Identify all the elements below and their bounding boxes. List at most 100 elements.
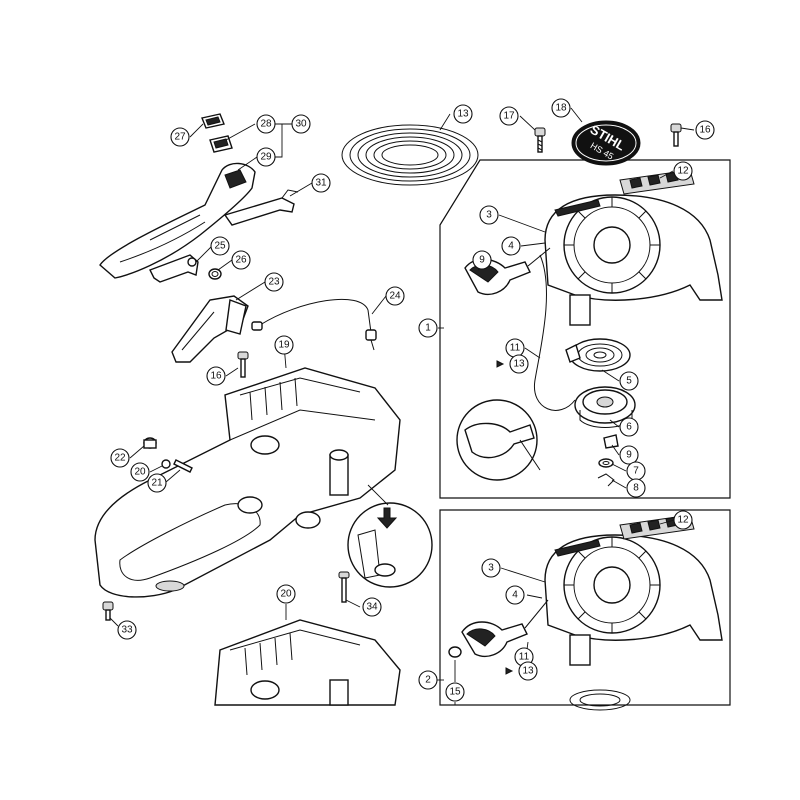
callout-23: 22 — [110, 448, 130, 468]
callout-6: 6 — [619, 417, 639, 437]
svg-text:8: 8 — [633, 483, 639, 494]
starter-assembly-box-2 — [439, 509, 731, 706]
svg-text:34: 34 — [366, 602, 378, 613]
svg-text:1: 1 — [425, 323, 431, 334]
svg-text:12: 12 — [677, 166, 689, 177]
svg-text:33: 33 — [121, 625, 133, 636]
rope-rotor-6 — [574, 386, 636, 428]
svg-text:20: 20 — [134, 467, 146, 478]
screw-22 — [173, 459, 193, 473]
callout-13-top: 13 — [453, 104, 473, 124]
leader-lines — [109, 107, 695, 705]
svg-text:3: 3 — [488, 563, 494, 574]
callout-13-b: 13 — [505, 661, 538, 681]
svg-text:24: 24 — [389, 291, 401, 302]
screw-33 — [102, 601, 114, 621]
svg-text:25: 25 — [214, 241, 226, 252]
callout-18: 18 — [551, 98, 571, 118]
svg-text:2: 2 — [425, 675, 431, 686]
callout-34: 34 — [362, 597, 382, 617]
washer-21 — [161, 459, 171, 469]
callout-10: 9 — [472, 250, 492, 270]
svg-text:4: 4 — [512, 590, 518, 601]
svg-text:4: 4 — [508, 241, 514, 252]
callout-25: 24 — [385, 286, 405, 306]
svg-text:28: 28 — [260, 119, 272, 130]
handle-grip-30 — [99, 162, 256, 279]
starter-assembly-box-1 — [439, 159, 731, 499]
washer-7 — [598, 458, 614, 468]
switch-28 — [201, 113, 225, 129]
svg-text:20: 20 — [280, 589, 292, 600]
starter-grip-lower — [461, 599, 549, 658]
svg-text:15: 15 — [449, 687, 461, 698]
callouts: 27 28 30 29 31 25 26 23 24 19 16 22 20 2… — [110, 98, 715, 702]
screw-16-left — [237, 351, 249, 378]
detail-inset-circle — [347, 484, 433, 588]
svg-text:27: 27 — [174, 132, 186, 143]
callout-27: 26 — [231, 250, 251, 270]
callout-12-top: 12 — [673, 161, 693, 181]
lever-26 — [149, 254, 199, 283]
callout-19: 19 — [274, 335, 294, 355]
svg-text:13: 13 — [522, 666, 534, 677]
svg-text:17: 17 — [503, 111, 515, 122]
screw-16-top — [670, 123, 682, 147]
callout-4-lower: 4 — [505, 585, 525, 605]
pawl-9 — [603, 434, 619, 449]
svg-text:26: 26 — [235, 255, 247, 266]
callout-29: 28 — [256, 114, 276, 134]
svg-text:18: 18 — [555, 103, 567, 114]
callout-30: 29 — [256, 147, 276, 167]
svg-text:31: 31 — [315, 178, 327, 189]
spiral-spring-large — [341, 124, 479, 186]
callout-3-top: 3 — [479, 205, 499, 225]
callout-9: 9 — [619, 445, 639, 465]
wire-clip-32 — [223, 189, 299, 226]
callout-16-left: 16 — [206, 366, 226, 386]
housing-20 — [214, 619, 401, 706]
callout-1: 1 — [418, 318, 438, 338]
callout-5: 5 — [619, 371, 639, 391]
callout-11-top: 11 — [505, 338, 525, 358]
svg-text:9: 9 — [479, 255, 485, 266]
throttle-trigger-24 — [171, 295, 249, 363]
callout-4-top: 4 — [501, 236, 521, 256]
rewind-spring-5 — [565, 338, 631, 372]
svg-text:16: 16 — [210, 371, 222, 382]
svg-text:11: 11 — [519, 652, 530, 663]
screw-17 — [534, 127, 546, 153]
spring-clip-8 — [597, 473, 615, 487]
svg-text:7: 7 — [633, 466, 639, 477]
callout-32: 31 — [311, 173, 331, 193]
screw-34 — [338, 571, 350, 603]
svg-text:13: 13 — [513, 359, 525, 370]
cap-15 — [448, 646, 462, 658]
svg-text:22: 22 — [114, 453, 126, 464]
callout-13-a: 13 — [496, 354, 529, 374]
svg-text:13: 13 — [457, 109, 469, 120]
svg-text:19: 19 — [278, 340, 290, 351]
svg-text:12: 12 — [677, 515, 689, 526]
svg-text:9: 9 — [626, 450, 632, 461]
svg-text:3: 3 — [486, 210, 492, 221]
svg-text:6: 6 — [626, 422, 632, 433]
callout-31: 30 — [291, 114, 311, 134]
callout-3-lower: 3 — [481, 558, 501, 578]
callout-8: 8 — [626, 478, 646, 498]
fan-housing-3 — [544, 194, 723, 326]
svg-text:11: 11 — [510, 343, 521, 354]
throttle-cable-25 — [251, 298, 377, 351]
callout-33: 33 — [117, 620, 137, 640]
callout-16-top: 16 — [695, 120, 715, 140]
svg-text:23: 23 — [268, 277, 280, 288]
housing-19 — [94, 367, 401, 598]
callout-20: 20 — [276, 584, 296, 604]
rope-11 — [534, 254, 576, 411]
callout-15: 15 — [445, 682, 465, 702]
grip-detail-circle — [456, 399, 541, 481]
svg-text:5: 5 — [626, 376, 632, 387]
svg-text:16: 16 — [699, 125, 711, 136]
callout-28: 27 — [170, 127, 190, 147]
svg-text:30: 30 — [295, 119, 307, 130]
